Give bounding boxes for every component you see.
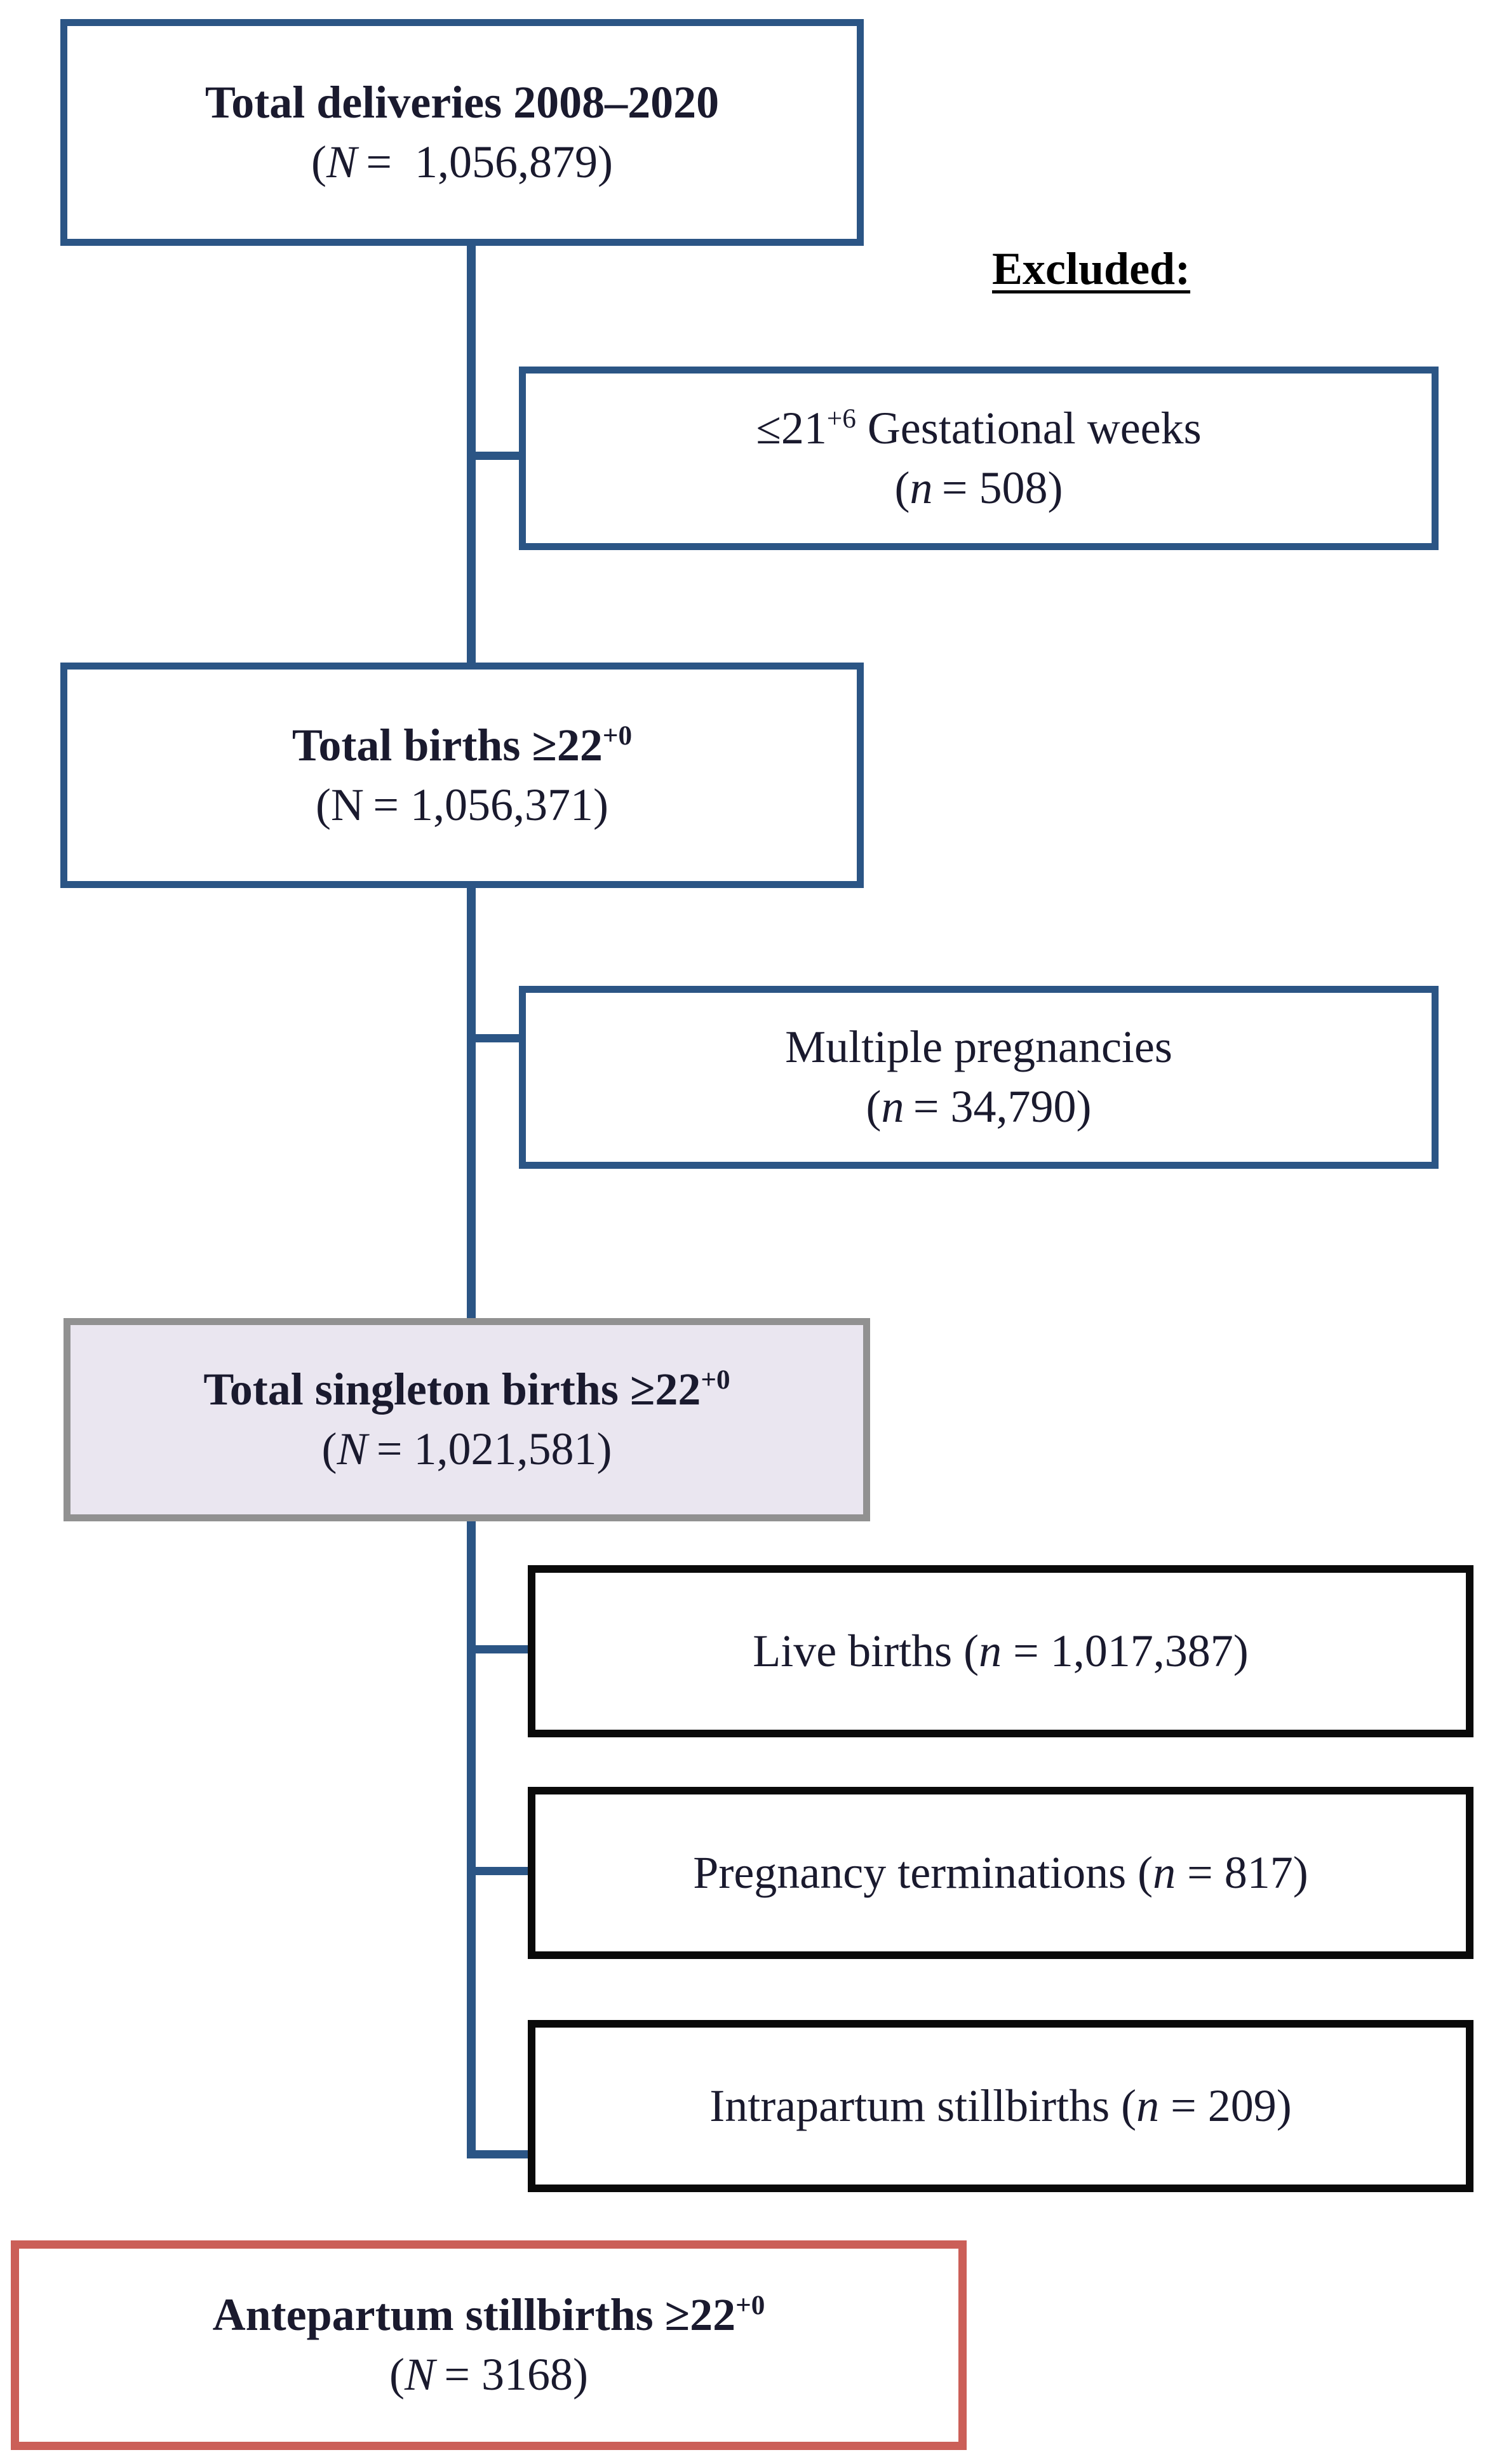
- node-text: Live births (n = 1,017,387): [753, 1622, 1249, 1681]
- connector-branch-multiple: [467, 1034, 521, 1042]
- node-count: (N = 1,056,879): [311, 136, 614, 187]
- node-text-pre: Live births (: [753, 1625, 979, 1676]
- node-total-deliveries: Total deliveries 2008–2020 (N = 1,056,87…: [60, 19, 864, 246]
- node-count: (N = 3168): [389, 2349, 589, 2400]
- node-text-post: = 817): [1176, 1847, 1308, 1898]
- n-symbol: N: [326, 136, 357, 187]
- node-text-post: = 1,017,387): [1002, 1625, 1249, 1676]
- node-text-post: = 209): [1159, 2080, 1292, 2131]
- n-symbol: n: [909, 462, 933, 513]
- count-value: 1,056,879: [415, 136, 598, 187]
- node-title-pre: ≤21: [756, 402, 827, 454]
- connector-branch-gestational: [467, 452, 521, 460]
- connector-trunk-2: [467, 886, 476, 1324]
- node-title-pre: Antepartum stillbirths ≥22: [212, 2289, 736, 2341]
- excluded-label: Excluded:: [992, 243, 1191, 294]
- connector-branch-live-births: [467, 1645, 530, 1653]
- node-title: Antepartum stillbirths ≥22+0: [213, 2286, 765, 2345]
- node-text-pre: Pregnancy terminations (: [693, 1847, 1153, 1898]
- node-live-births: Live births (n = 1,017,387): [528, 1565, 1473, 1737]
- node-title-pre: Total births ≥22: [292, 719, 603, 771]
- n-symbol: N: [330, 779, 364, 830]
- node-count: (N = 1,021,581): [321, 1424, 612, 1474]
- count-value: 1,021,581: [413, 1424, 597, 1474]
- node-text-pre: Intrapartum stillbirths (: [709, 2080, 1137, 2131]
- connector-trunk-1: [467, 245, 476, 689]
- n-symbol: N: [404, 2349, 435, 2400]
- node-count: (n = 34,790): [866, 1081, 1092, 1132]
- n-symbol: n: [1153, 1847, 1176, 1898]
- connector-branch-intrapartum: [467, 2150, 530, 2158]
- connector-trunk-3: [467, 1520, 476, 2158]
- node-title: ≤21+6 Gestational weeks: [756, 399, 1201, 459]
- node-text: Pregnancy terminations (n = 817): [693, 1843, 1308, 1903]
- node-antepartum-stillbirths: Antepartum stillbirths ≥22+0 (N = 3168): [11, 2240, 967, 2450]
- n-symbol: N: [337, 1424, 368, 1474]
- node-excluded-gestational-weeks: ≤21+6 Gestational weeks (n = 508): [519, 367, 1439, 550]
- node-title: Multiple pregnancies: [785, 1021, 1172, 1073]
- node-text: Intrapartum stillbirths (n = 209): [709, 2077, 1291, 2136]
- node-count: (N = 1,056,371): [316, 779, 608, 830]
- n-symbol: n: [979, 1625, 1002, 1676]
- n-symbol: n: [881, 1081, 904, 1132]
- node-title: Total births ≥22+0: [292, 716, 632, 776]
- node-excluded-multiple-pregnancies: Multiple pregnancies (n = 34,790): [519, 986, 1439, 1169]
- count-value: 508: [979, 462, 1048, 513]
- connector-branch-terminations: [467, 1867, 530, 1875]
- node-title-superscript: +0: [602, 720, 633, 751]
- node-title-superscript: +0: [735, 2291, 765, 2321]
- node-title: Total singleton births ≥22+0: [203, 1360, 730, 1420]
- node-count: (n = 508): [894, 462, 1063, 513]
- node-title-pre: Total singleton births ≥22: [203, 1364, 701, 1415]
- node-title-superscript: +0: [701, 1365, 730, 1396]
- node-intrapartum-stillbirths: Intrapartum stillbirths (n = 209): [528, 2020, 1473, 2192]
- node-pregnancy-terminations: Pregnancy terminations (n = 817): [528, 1787, 1473, 1959]
- count-value: 3168: [481, 2349, 574, 2400]
- node-title-superscript: +6: [826, 403, 856, 434]
- node-total-births: Total births ≥22+0 (N = 1,056,371): [60, 663, 864, 888]
- n-symbol: n: [1136, 2080, 1160, 2131]
- node-title-post: Gestational weeks: [856, 402, 1202, 454]
- count-value: 34,790: [950, 1081, 1077, 1132]
- node-title: Total deliveries 2008–2020: [205, 76, 720, 128]
- node-total-singleton-births: Total singleton births ≥22+0 (N = 1,021,…: [64, 1318, 870, 1521]
- count-value: 1,056,371: [410, 779, 594, 830]
